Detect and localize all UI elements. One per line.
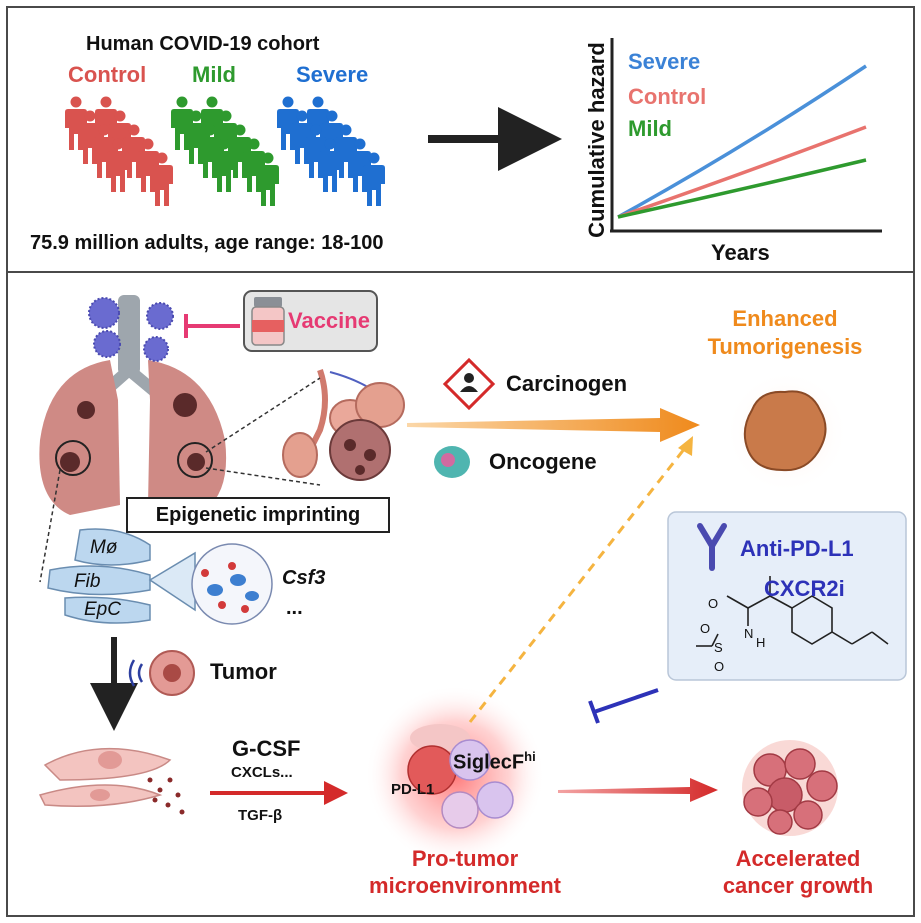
factor-gcsf: G-CSF [232, 736, 301, 761]
group-label-mild: Mild [192, 62, 236, 87]
chem-atom-o: O [708, 596, 719, 611]
virus-particles [88, 297, 174, 362]
legend-control: Control [628, 84, 707, 109]
microenvironment-line2: microenvironment [369, 873, 561, 898]
dashed-tumorigenesis-link [468, 447, 687, 723]
control-curve [617, 125, 867, 219]
cell-label-epithelial: EpC [84, 599, 121, 620]
growth-arrow [558, 778, 718, 802]
factor-cxcls: CXCLs... [231, 764, 293, 781]
pdl1-label: PD-L1 [391, 781, 435, 798]
gene-label-more: ... [286, 597, 303, 619]
cell-label-macrophage: Mø [90, 537, 118, 558]
legend-mild: Mild [628, 116, 672, 141]
chem-atom-h: H [756, 635, 766, 650]
fibroblast-cells [38, 747, 185, 815]
cancer-cell-mass [742, 740, 838, 836]
gene-label-csf3: Csf3 [282, 567, 326, 589]
cell-label-fibroblast: Fib [74, 571, 101, 592]
crowd-control [65, 96, 173, 206]
hazard-xlabel: Years [711, 240, 770, 265]
chem-atom-o2: O [700, 621, 711, 636]
cell-types-cluster [47, 528, 151, 624]
treatment-anti-pdl1: Anti-PD-L1 [740, 536, 854, 561]
chem-atom-s: S [714, 640, 723, 655]
cxcr2i-structure [696, 576, 889, 647]
signal-waves-icon [128, 659, 144, 687]
group-label-control: Control [68, 62, 147, 87]
outcome-title-line1: Enhanced [732, 306, 838, 331]
carcinogen-label: Carcinogen [506, 371, 628, 396]
carcinogen-hazard-icon [442, 357, 496, 411]
group-label-severe: Severe [296, 62, 369, 87]
factor-tgfb: TGF-β [238, 807, 283, 824]
lungs-illustration [39, 295, 227, 515]
severe-curve [617, 64, 867, 219]
epigenetic-imprinting-label: Epigenetic imprinting [155, 504, 361, 526]
treatment-box [667, 511, 907, 681]
epigenetic-imprinting-box [126, 497, 390, 533]
hazard-ylabel: Cumulative hazard [584, 42, 609, 238]
mild-curve [617, 158, 867, 219]
antibody-icon [697, 523, 727, 571]
oncogene-cell-icon [434, 446, 470, 478]
outcome-title-line2: Tumorigenesis [707, 334, 863, 359]
treatment-inhibition-line [593, 688, 659, 714]
siglecf-superscript: hi [524, 749, 536, 764]
zoom-triangle [148, 551, 196, 612]
chromatin-icon [201, 562, 259, 613]
growth-line1: Accelerated [735, 846, 861, 871]
microenvironment-line1: Pro-tumor [411, 846, 519, 871]
siglecf-label: SiglecFhi [453, 750, 536, 773]
cohort-title: Human COVID-19 cohort [86, 33, 320, 55]
chromatin-zoom-circle [191, 543, 273, 625]
alveoli-illustration [282, 369, 405, 481]
tumorigenesis-arrow [407, 408, 700, 442]
bottom-panel-frame [6, 271, 915, 917]
tumor-mass-icon [743, 390, 827, 472]
hazard-chart [610, 38, 882, 233]
crowd-severe [277, 96, 385, 206]
siglecf-text: SiglecF [453, 751, 525, 774]
growth-line2: cancer growth [722, 873, 874, 898]
chem-atom-o3: O [714, 659, 725, 674]
tumor-label: Tumor [210, 659, 277, 684]
cohort-caption: 75.9 million adults, age range: 18-100 [30, 232, 384, 254]
immune-cells-cluster [407, 724, 514, 829]
vaccine-vial-icon [251, 297, 285, 346]
treatment-cxcr2i: CXCR2i [764, 576, 845, 601]
chem-atom-n: N [744, 626, 754, 641]
vaccine-label: Vaccine [288, 308, 370, 333]
oncogene-label: Oncogene [489, 449, 597, 474]
crowd-mild [171, 96, 279, 206]
legend-severe: Severe [628, 49, 701, 74]
